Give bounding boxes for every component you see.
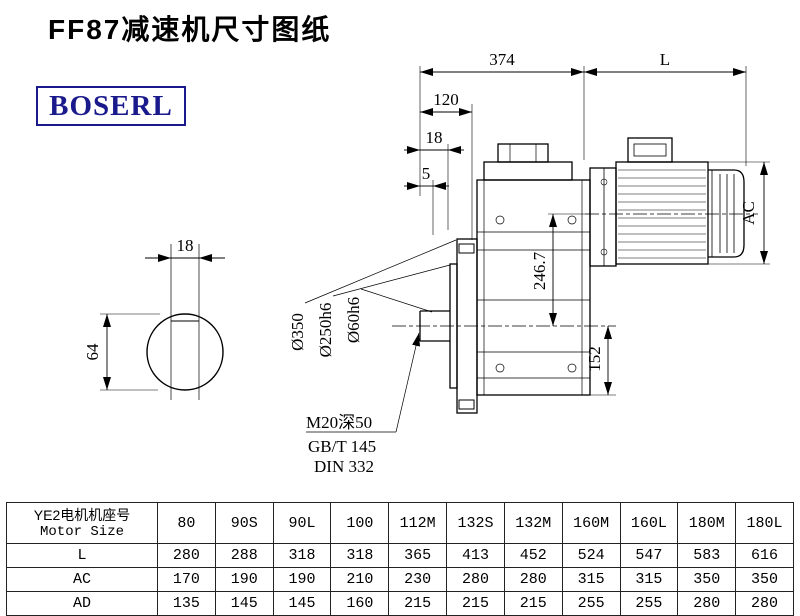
value-cell: 315 xyxy=(619,567,679,592)
value-cell: 145 xyxy=(214,591,274,616)
dim-120-label: 120 xyxy=(433,90,459,109)
value-cell: 280 xyxy=(446,567,505,592)
row-label: L xyxy=(6,543,158,568)
column-header: 112M xyxy=(388,502,448,544)
motor-details xyxy=(600,143,735,266)
value-cell: 135 xyxy=(157,591,216,616)
value-cell: 215 xyxy=(503,591,563,616)
value-cell: 230 xyxy=(388,567,448,592)
page-title: FF87减速机尺寸图纸 xyxy=(48,14,332,45)
value-cell: 413 xyxy=(446,543,505,568)
dim-152-label: 152 xyxy=(585,346,604,372)
motor-size-header-en: Motor Size xyxy=(39,524,124,540)
row-label: AC xyxy=(6,567,158,592)
note-tap-label: M20深50 xyxy=(306,413,372,432)
key-width-dim-label: 18 xyxy=(177,236,194,255)
value-cell: 318 xyxy=(272,543,332,568)
value-cell: 280 xyxy=(735,591,794,616)
dia-spigot-label: Ø250h6 xyxy=(316,303,335,358)
value-cell: 280 xyxy=(503,567,563,592)
technical-drawing: 18 64 xyxy=(83,50,770,476)
dimension-lines xyxy=(404,68,768,395)
column-header: 90S xyxy=(214,502,274,544)
value-cell: 280 xyxy=(677,591,737,616)
column-header: 180M xyxy=(677,502,737,544)
dia-flange-label: Ø350 xyxy=(288,313,307,351)
value-cell: 315 xyxy=(561,567,621,592)
column-header: 160M xyxy=(561,502,621,544)
dim-18-label: 18 xyxy=(426,128,443,147)
value-cell: 318 xyxy=(330,543,390,568)
value-cell: 255 xyxy=(561,591,621,616)
value-cell: 583 xyxy=(677,543,737,568)
leader-lines xyxy=(304,239,457,433)
motor-size-header: YE2电机机座号 Motor Size xyxy=(6,502,158,544)
motor-size-header-cn: YE2电机机座号 xyxy=(33,507,131,523)
shaft-section-view xyxy=(100,244,225,400)
value-cell: 170 xyxy=(157,567,216,592)
value-cell: 145 xyxy=(272,591,332,616)
value-cell: 524 xyxy=(561,543,621,568)
value-cell: 255 xyxy=(619,591,679,616)
value-cell: 288 xyxy=(214,543,274,568)
dim-374-label: 374 xyxy=(489,50,515,69)
motor-outline xyxy=(589,137,745,267)
brand-logo: BOSERL xyxy=(36,86,186,126)
extension-lines xyxy=(419,66,770,396)
dim-AC-label: AC xyxy=(739,201,758,225)
dim-L-label: L xyxy=(660,50,670,69)
value-cell: 215 xyxy=(446,591,505,616)
value-cell: 280 xyxy=(157,543,216,568)
value-cell: 190 xyxy=(272,567,332,592)
centerlines xyxy=(392,213,758,327)
value-cell: 160 xyxy=(330,591,390,616)
column-header: 132M xyxy=(503,502,563,544)
column-header: 160L xyxy=(619,502,679,544)
column-header: 132S xyxy=(446,502,505,544)
note-din-label: DIN 332 xyxy=(314,457,374,476)
value-cell: 190 xyxy=(214,567,274,592)
row-label: AD xyxy=(6,591,158,616)
dim-5-label: 5 xyxy=(422,164,431,183)
gearbox-outline xyxy=(419,143,591,414)
gearbox-details xyxy=(458,144,590,410)
column-header: 80 xyxy=(157,502,216,544)
value-cell: 350 xyxy=(677,567,737,592)
value-cell: 452 xyxy=(503,543,563,568)
dia-shaft-label: Ø60h6 xyxy=(344,297,363,343)
brand-logo-text: BOSERL xyxy=(49,89,173,122)
value-cell: 365 xyxy=(388,543,448,568)
shaft-section-height-dim-label: 64 xyxy=(83,343,102,361)
column-header: 180L xyxy=(735,502,794,544)
column-header: 100 xyxy=(330,502,390,544)
dim-246-7-label: 246.7 xyxy=(530,251,549,290)
value-cell: 616 xyxy=(735,543,794,568)
value-cell: 350 xyxy=(735,567,794,592)
value-cell: 210 xyxy=(330,567,390,592)
note-gb-label: GB/T 145 xyxy=(308,437,376,456)
value-cell: 547 xyxy=(619,543,679,568)
value-cell: 215 xyxy=(388,591,448,616)
column-header: 90L xyxy=(272,502,332,544)
